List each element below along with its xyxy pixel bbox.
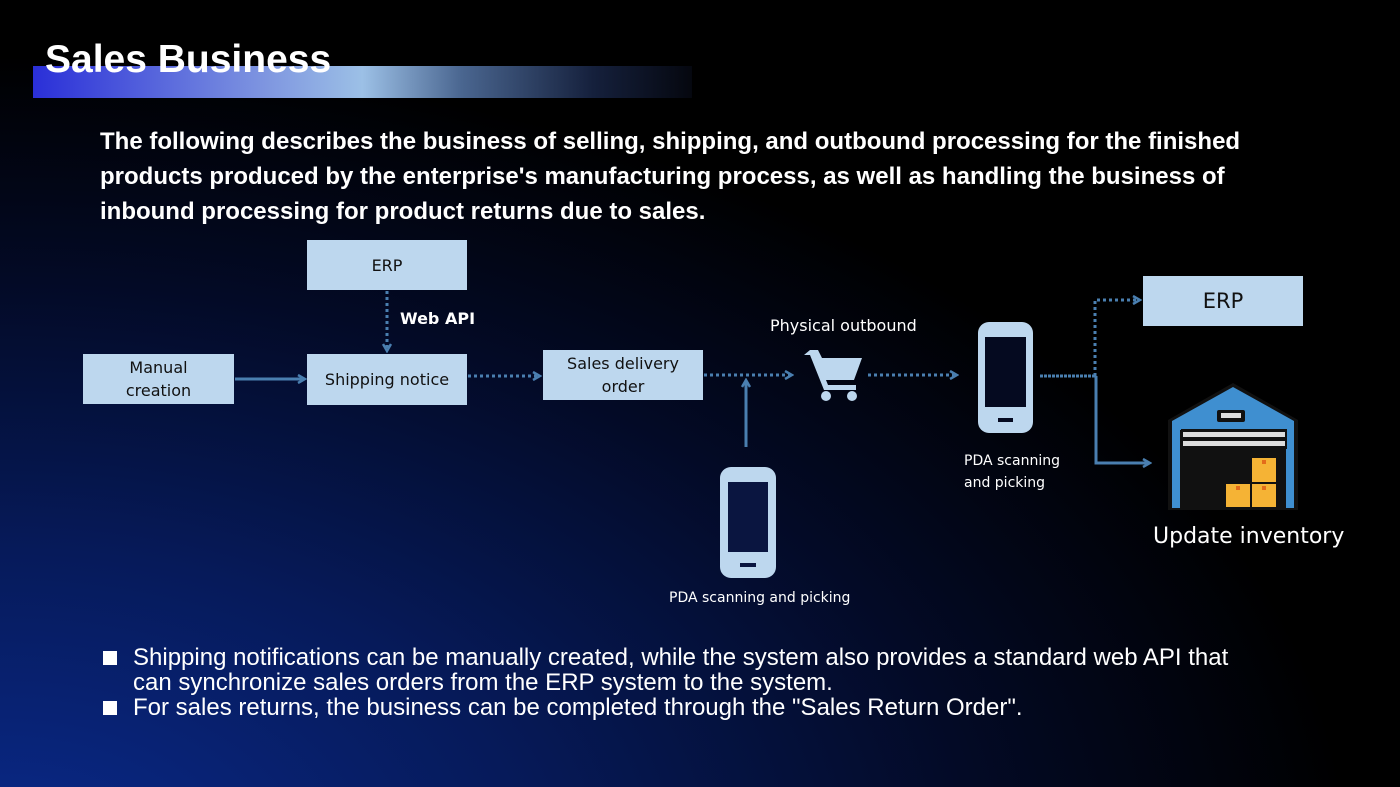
bullet-square-icon: [103, 701, 117, 715]
physical-outbound-label: Physical outbound: [770, 316, 917, 335]
title-bar-decoration: [33, 66, 692, 98]
arrow-pda-to-warehouse: [1094, 376, 1150, 463]
bullet-item: Shipping notifications can be manually c…: [103, 645, 1253, 695]
bullet-item: For sales returns, the business can be c…: [103, 695, 1253, 720]
bullet-square-icon: [103, 651, 117, 665]
pda-phone-icon: [978, 322, 1033, 433]
pda-phone-icon: [720, 467, 776, 578]
page-title: Sales Business: [45, 38, 332, 81]
intro-text: The following describes the business of …: [100, 128, 1241, 225]
erp-source-box: ERP: [307, 240, 467, 290]
pda-bottom-label: PDA scanning and picking: [669, 590, 851, 606]
erp-target-box: ERP: [1143, 276, 1303, 326]
manual-creation-box: Manual creation: [83, 354, 234, 404]
shipping-notice-box: Shipping notice: [307, 354, 467, 405]
sales-delivery-order-box: Sales delivery order: [543, 350, 703, 400]
warehouse-icon: [1168, 383, 1298, 510]
arrow-pda-to-erp: [1093, 300, 1140, 376]
shopping-cart-icon: [804, 350, 862, 401]
web-api-label: Web API: [400, 309, 476, 328]
update-inventory-label: Update inventory: [1153, 524, 1345, 549]
pda-right-label: PDA scanning and picking: [964, 453, 1060, 491]
